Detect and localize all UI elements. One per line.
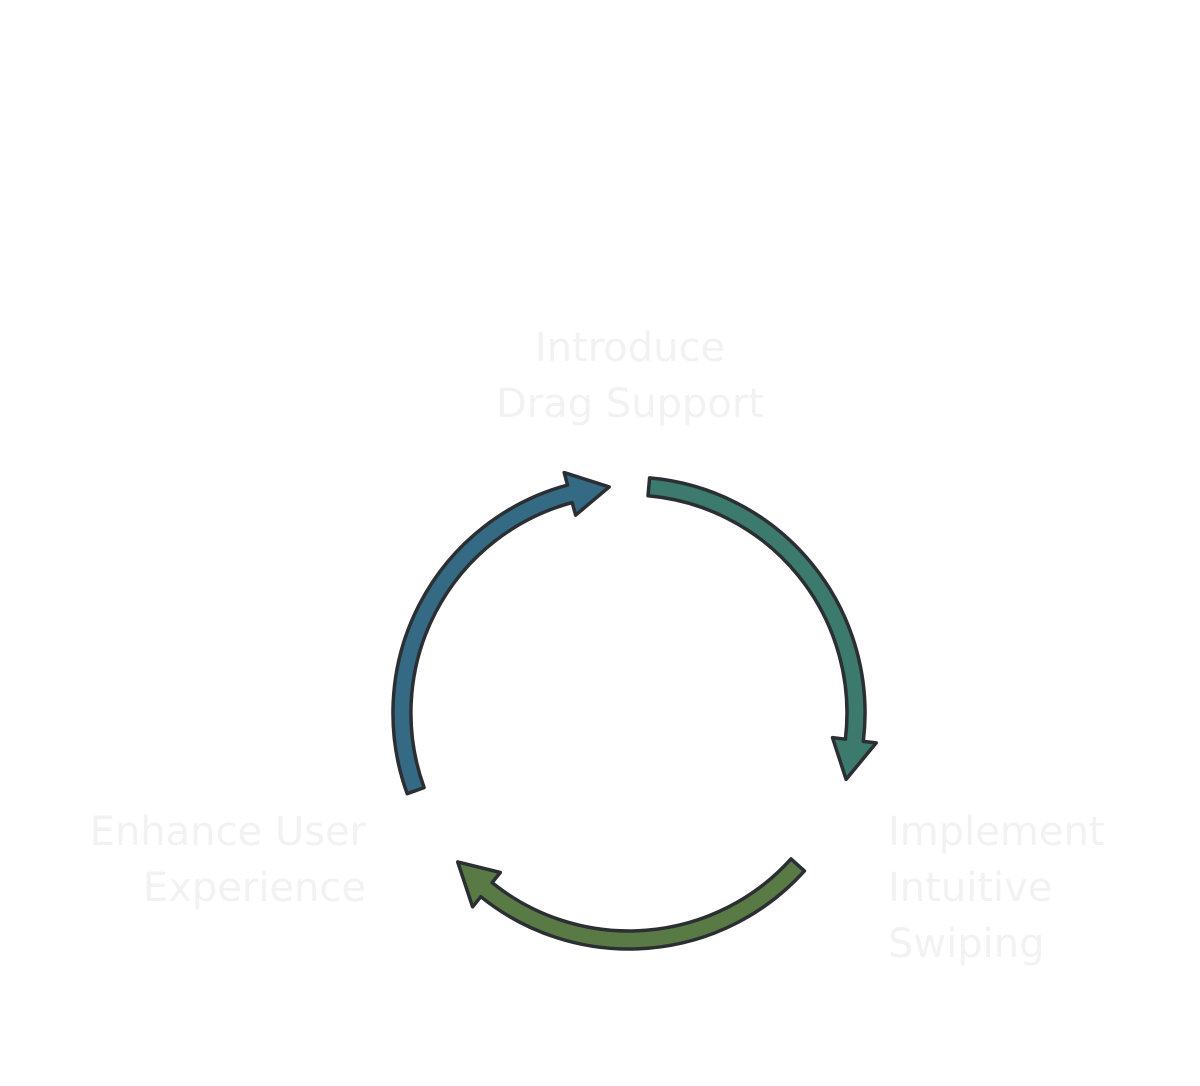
step-label-implement-intuitive-swiping: Implement Intuitive Swiping [888, 804, 1188, 972]
step-label-line: Implement [888, 809, 1105, 855]
step-label-line: Swiping [888, 921, 1045, 967]
arrow-enhance-to-introduce [391, 470, 611, 796]
step-label-line: Enhance User [89, 809, 366, 855]
arrow-introduce-to-implement [646, 476, 878, 782]
step-label-line: Experience [142, 865, 366, 911]
step-label-introduce-drag-support: Introduce Drag Support [430, 320, 830, 432]
step-label-enhance-user-experience: Enhance User Experience [20, 804, 366, 916]
step-label-line: Intuitive [888, 865, 1053, 911]
step-label-line: Drag Support [496, 381, 764, 427]
arrow-implement-to-enhance [455, 857, 807, 951]
step-label-line: Introduce [534, 325, 726, 371]
